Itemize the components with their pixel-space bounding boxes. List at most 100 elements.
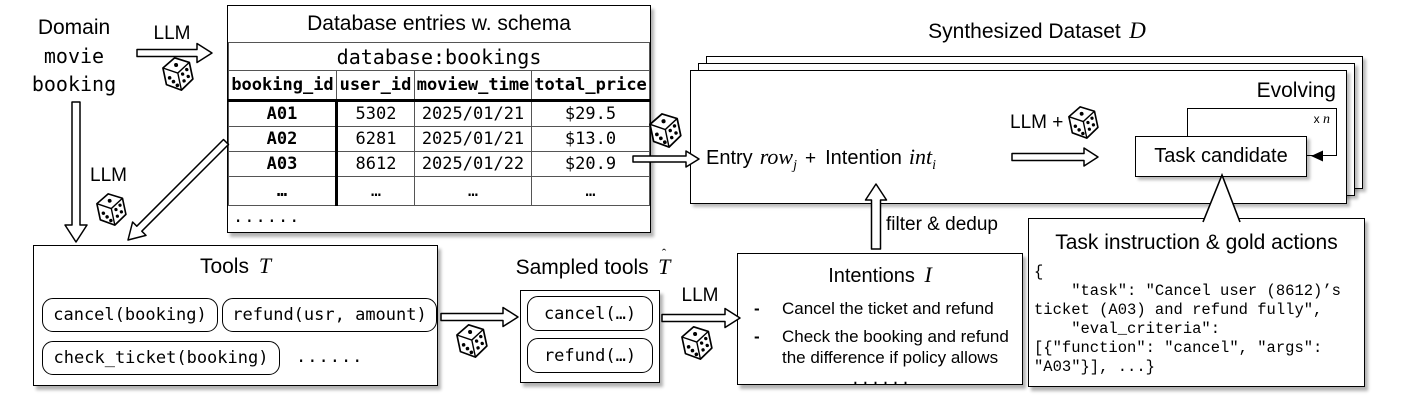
header-cell: booking_id xyxy=(228,70,337,102)
flow-arrow xyxy=(127,138,230,241)
tool-pill-cancel: cancel(booking) xyxy=(42,298,218,332)
tools-ellipsis: ...... xyxy=(296,347,364,367)
dice-icon xyxy=(159,53,198,95)
tool-pill-check-ticket: check_ticket(booking) xyxy=(42,341,280,375)
table-row: A02 6281 2025/01/21 $13.0 xyxy=(228,126,651,152)
header-cell: user_id xyxy=(336,70,415,102)
bullet-dash: - xyxy=(754,327,760,347)
llm-label-mid: LLM xyxy=(681,285,719,306)
table-cell: A02 xyxy=(228,126,338,152)
llm-label-left: LLM xyxy=(90,165,127,186)
intention-item: - Check the booking and refund the diffe… xyxy=(748,326,1014,368)
code-line: "eval_criteria": xyxy=(1034,320,1221,338)
times-x: x xyxy=(1313,112,1320,126)
database-box-title: Database entries w. schema xyxy=(307,12,571,35)
table-header-row: booking_id user_id moview_time total_pri… xyxy=(228,70,651,102)
table-cell: 6281 xyxy=(336,126,415,152)
intention-item: - Cancel the ticket and refund xyxy=(748,298,1014,319)
table-row: … … … … xyxy=(228,176,651,206)
llm-label-top: LLM xyxy=(153,23,191,44)
code-line: [{"function": "cancel", "args": xyxy=(1034,339,1323,357)
tools-title: Tools T xyxy=(34,253,437,279)
table-cell: 5302 xyxy=(336,100,415,127)
intention-text: Cancel the ticket and refund xyxy=(782,299,994,318)
task-instruction-title: Task instruction & gold actions xyxy=(1055,231,1338,254)
entry-word: Entry xyxy=(706,147,753,169)
code-line: "task": "Cancel user (8612)’s xyxy=(1034,282,1341,300)
table-cell: 2025/01/22 xyxy=(414,151,532,177)
intentions-ellipsis: ...... xyxy=(850,370,912,389)
sampled-tools-box: cancel(…) refund(…) xyxy=(520,290,660,383)
dice-icon xyxy=(678,322,717,364)
domain-block: Domain movie booking xyxy=(20,14,128,98)
table-name-row: database:bookings xyxy=(227,42,651,71)
database-box: Database entries w. schema database:book… xyxy=(227,5,651,233)
table-name: database:bookings xyxy=(227,42,651,71)
table-row: A01 5302 2025/01/21 $29.5 xyxy=(228,100,651,127)
dice-icon xyxy=(453,320,492,362)
table-cell: A03 xyxy=(228,151,338,177)
dice-icon xyxy=(646,109,686,152)
flow-arrow xyxy=(64,101,88,243)
tools-title-math: T xyxy=(258,253,272,278)
times-n: n xyxy=(1323,112,1330,127)
task-json-code: { "task": "Cancel user (8612)’s ticket (… xyxy=(1034,263,1341,377)
sampled-pill-refund: refund(…) xyxy=(527,338,653,373)
int-math: int xyxy=(908,144,933,169)
filter-dedup-label: filter & dedup xyxy=(886,214,998,235)
header-cell: total_price xyxy=(530,70,651,102)
table-cell: … xyxy=(228,176,338,206)
dice-icon xyxy=(93,189,131,230)
header-cell: moview_time xyxy=(414,70,532,102)
table-cell: $13.0 xyxy=(530,126,651,152)
bookings-table: database:bookings booking_id user_id mov… xyxy=(227,42,651,206)
intention-word: Intention xyxy=(825,147,902,169)
sampled-pill-cancel: cancel(…) xyxy=(527,296,653,331)
dataset-title-text: Synthesized Dataset xyxy=(928,20,1121,43)
sampled-title-text: Sampled tools xyxy=(515,256,649,279)
task-candidate-label: Task candidate xyxy=(1154,145,1288,167)
t-hat-accent: ˆ xyxy=(661,245,667,261)
int-subscript: i xyxy=(932,158,936,173)
code-line: { xyxy=(1034,263,1044,281)
intentions-title-math: I xyxy=(924,262,932,287)
table-cell: $29.5 xyxy=(530,100,651,127)
table-cell: … xyxy=(530,176,651,206)
database-ellipsis: ...... xyxy=(233,207,301,227)
times-n-label: x n xyxy=(1314,112,1330,128)
intention-text: Check the booking and refund the differe… xyxy=(782,327,1009,368)
row-math: row xyxy=(759,144,794,169)
domain-value-line1: movie xyxy=(43,44,105,68)
code-line: "A03"}], ...} xyxy=(1034,358,1155,376)
table-cell: 8612 xyxy=(336,151,415,177)
table-cell: 2025/01/21 xyxy=(414,100,532,127)
intentions-box: Intentions I - Cancel the ticket and ref… xyxy=(737,253,1023,388)
bullet-dash: - xyxy=(754,299,760,318)
table-cell: $20.9 xyxy=(530,151,651,177)
tool-pill-refund: refund(usr, amount) xyxy=(222,298,437,332)
domain-title: Domain xyxy=(37,16,111,39)
dice-icon xyxy=(1065,102,1103,143)
task-instruction-box: Task instruction & gold actions { "task"… xyxy=(1028,218,1365,387)
plus-sign: + xyxy=(805,148,817,169)
dataset-title: Synthesized Dataset D xyxy=(872,18,1202,44)
dataset-title-math: D xyxy=(1129,18,1146,43)
intentions-title: Intentions I xyxy=(738,262,1022,288)
tools-box: Tools T cancel(booking) refund(usr, amou… xyxy=(33,245,438,386)
t-hat-letter: T xyxy=(658,254,671,279)
table-cell: A01 xyxy=(228,100,338,127)
code-line: ticket (A03) and refund fully", xyxy=(1034,301,1323,319)
table-cell: … xyxy=(336,176,415,206)
task-candidate-box: Task candidate xyxy=(1135,136,1307,177)
intentions-title-text: Intentions xyxy=(828,265,915,287)
intentions-list: - Cancel the ticket and refund - Check t… xyxy=(748,298,1014,388)
tools-title-text: Tools xyxy=(199,255,249,278)
evolving-label: Evolving xyxy=(1256,79,1336,102)
llm-label-evolve: LLM + xyxy=(1010,112,1064,133)
table-cell: 2025/01/21 xyxy=(414,126,532,152)
table-row: A03 8612 2025/01/22 $20.9 xyxy=(228,151,651,177)
